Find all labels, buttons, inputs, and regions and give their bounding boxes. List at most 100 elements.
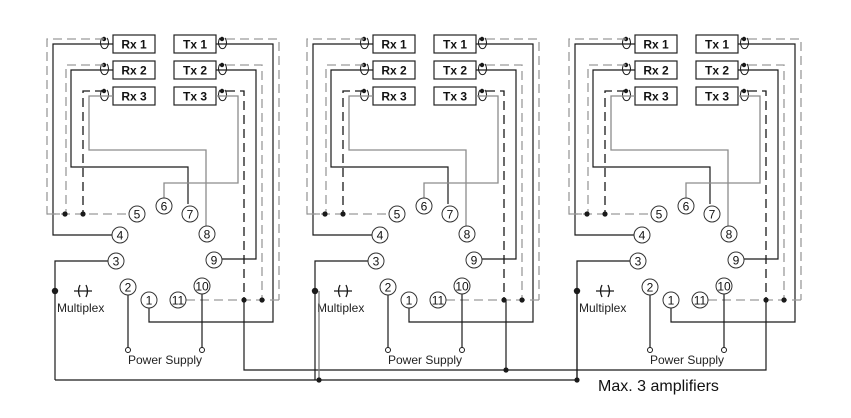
junction-dot [741, 36, 747, 42]
pin-5 [650, 205, 668, 223]
pin-5 [128, 205, 146, 223]
transmitter-label: Tx 2 [183, 64, 207, 78]
multiplex-label: Multiplex [579, 301, 626, 315]
tx2-core [476, 69, 517, 260]
multiplex-label: Multiplex [57, 301, 104, 315]
pin-2 [119, 278, 137, 296]
pin-6 [677, 197, 695, 215]
multiplex-symbol-icon [599, 284, 611, 298]
coax-connector-icon [218, 37, 227, 50]
pin-label: 3 [373, 254, 380, 268]
pin-label: 11 [172, 293, 185, 307]
tx1-core [148, 43, 274, 323]
tx2-shield [226, 64, 263, 300]
power-terminal [647, 347, 653, 353]
tx3-shield [748, 90, 767, 300]
pin-2 [379, 278, 397, 296]
rx3-shield [82, 90, 104, 214]
pin-10 [453, 277, 471, 295]
tx1-core [670, 43, 796, 323]
transmitter-label: Tx 1 [443, 38, 467, 52]
rx2-shield [587, 64, 626, 214]
junction-dot [259, 297, 265, 303]
power-terminal [459, 347, 465, 353]
tx3-core [163, 95, 239, 198]
rx3-core [610, 95, 729, 226]
pin-label: 6 [161, 199, 168, 213]
junction-dot [219, 36, 225, 42]
pin-label: 2 [125, 280, 132, 294]
pin-7 [441, 205, 459, 223]
transmitter-label: Tx 2 [705, 64, 729, 78]
receiver-label: Rx 3 [381, 90, 407, 104]
pin-label: 2 [385, 280, 392, 294]
coax-connector-icon [622, 37, 631, 50]
tx1-shield [226, 38, 280, 300]
receiver-label: Rx 2 [643, 64, 669, 78]
pin-9 [465, 251, 483, 269]
pin-label: 6 [421, 199, 428, 213]
pin-9 [205, 251, 223, 269]
power-terminal [125, 347, 131, 353]
power-supply-label: Power Supply [128, 353, 202, 367]
coax-connector-icon [218, 89, 227, 102]
pin-label: 5 [394, 207, 401, 221]
coax-connector-icon [218, 63, 227, 76]
multiplex-line [576, 260, 630, 380]
pin-label: 1 [146, 293, 153, 307]
junction-dot [741, 88, 747, 94]
pin-label: 4 [639, 228, 646, 242]
receiver-label: Rx 1 [121, 38, 147, 52]
multiplex-label: Multiplex [317, 301, 364, 315]
junction-dot [503, 367, 509, 373]
coax-connector-icon [740, 63, 749, 76]
pin-11 [429, 291, 447, 309]
receiver-label: Rx 3 [643, 90, 669, 104]
pin-4 [111, 226, 129, 244]
power-terminal [721, 347, 727, 353]
junction-dot [574, 377, 580, 383]
pin-label: 11 [694, 293, 707, 307]
junction-dot [340, 211, 346, 217]
pin-label: 9 [471, 253, 478, 267]
pin-8 [458, 225, 476, 243]
coax-connector-icon [100, 37, 109, 50]
power-terminal [199, 347, 205, 353]
rx2-core [70, 69, 189, 204]
pin-11 [169, 291, 187, 309]
pin-label: 6 [683, 199, 690, 213]
pin-label: 7 [447, 207, 454, 221]
coax-connector-icon [740, 89, 749, 102]
pin-label: 10 [455, 279, 469, 293]
rx3-shield [342, 90, 364, 214]
pin-1 [400, 291, 418, 309]
pin-label: 2 [647, 280, 654, 294]
receiver-label: Rx 1 [381, 38, 407, 52]
rx3-shield [604, 90, 626, 214]
pin-3 [367, 252, 385, 270]
pin-8 [720, 225, 738, 243]
pin-label: 9 [211, 253, 218, 267]
coax-connector-icon [100, 63, 109, 76]
coax-connector-icon [360, 89, 369, 102]
pin-7 [181, 205, 199, 223]
receiver-label: Rx 3 [121, 90, 147, 104]
pin-label: 5 [134, 207, 141, 221]
pin-label: 11 [432, 293, 445, 307]
receiver-label: Rx 2 [121, 64, 147, 78]
power-supply-label: Power Supply [388, 353, 462, 367]
tx2-core [738, 69, 779, 260]
pin-4 [633, 226, 651, 244]
interconnect-bus [55, 291, 767, 383]
pin-label: 1 [668, 293, 675, 307]
pin-10 [715, 277, 733, 295]
coax-connector-icon [740, 37, 749, 50]
tx2-shield [486, 64, 523, 300]
pin-3 [629, 252, 647, 270]
rx1-core [52, 43, 113, 236]
pin-2 [641, 278, 659, 296]
rx2-shield [325, 64, 364, 214]
coax-connector-icon [360, 63, 369, 76]
